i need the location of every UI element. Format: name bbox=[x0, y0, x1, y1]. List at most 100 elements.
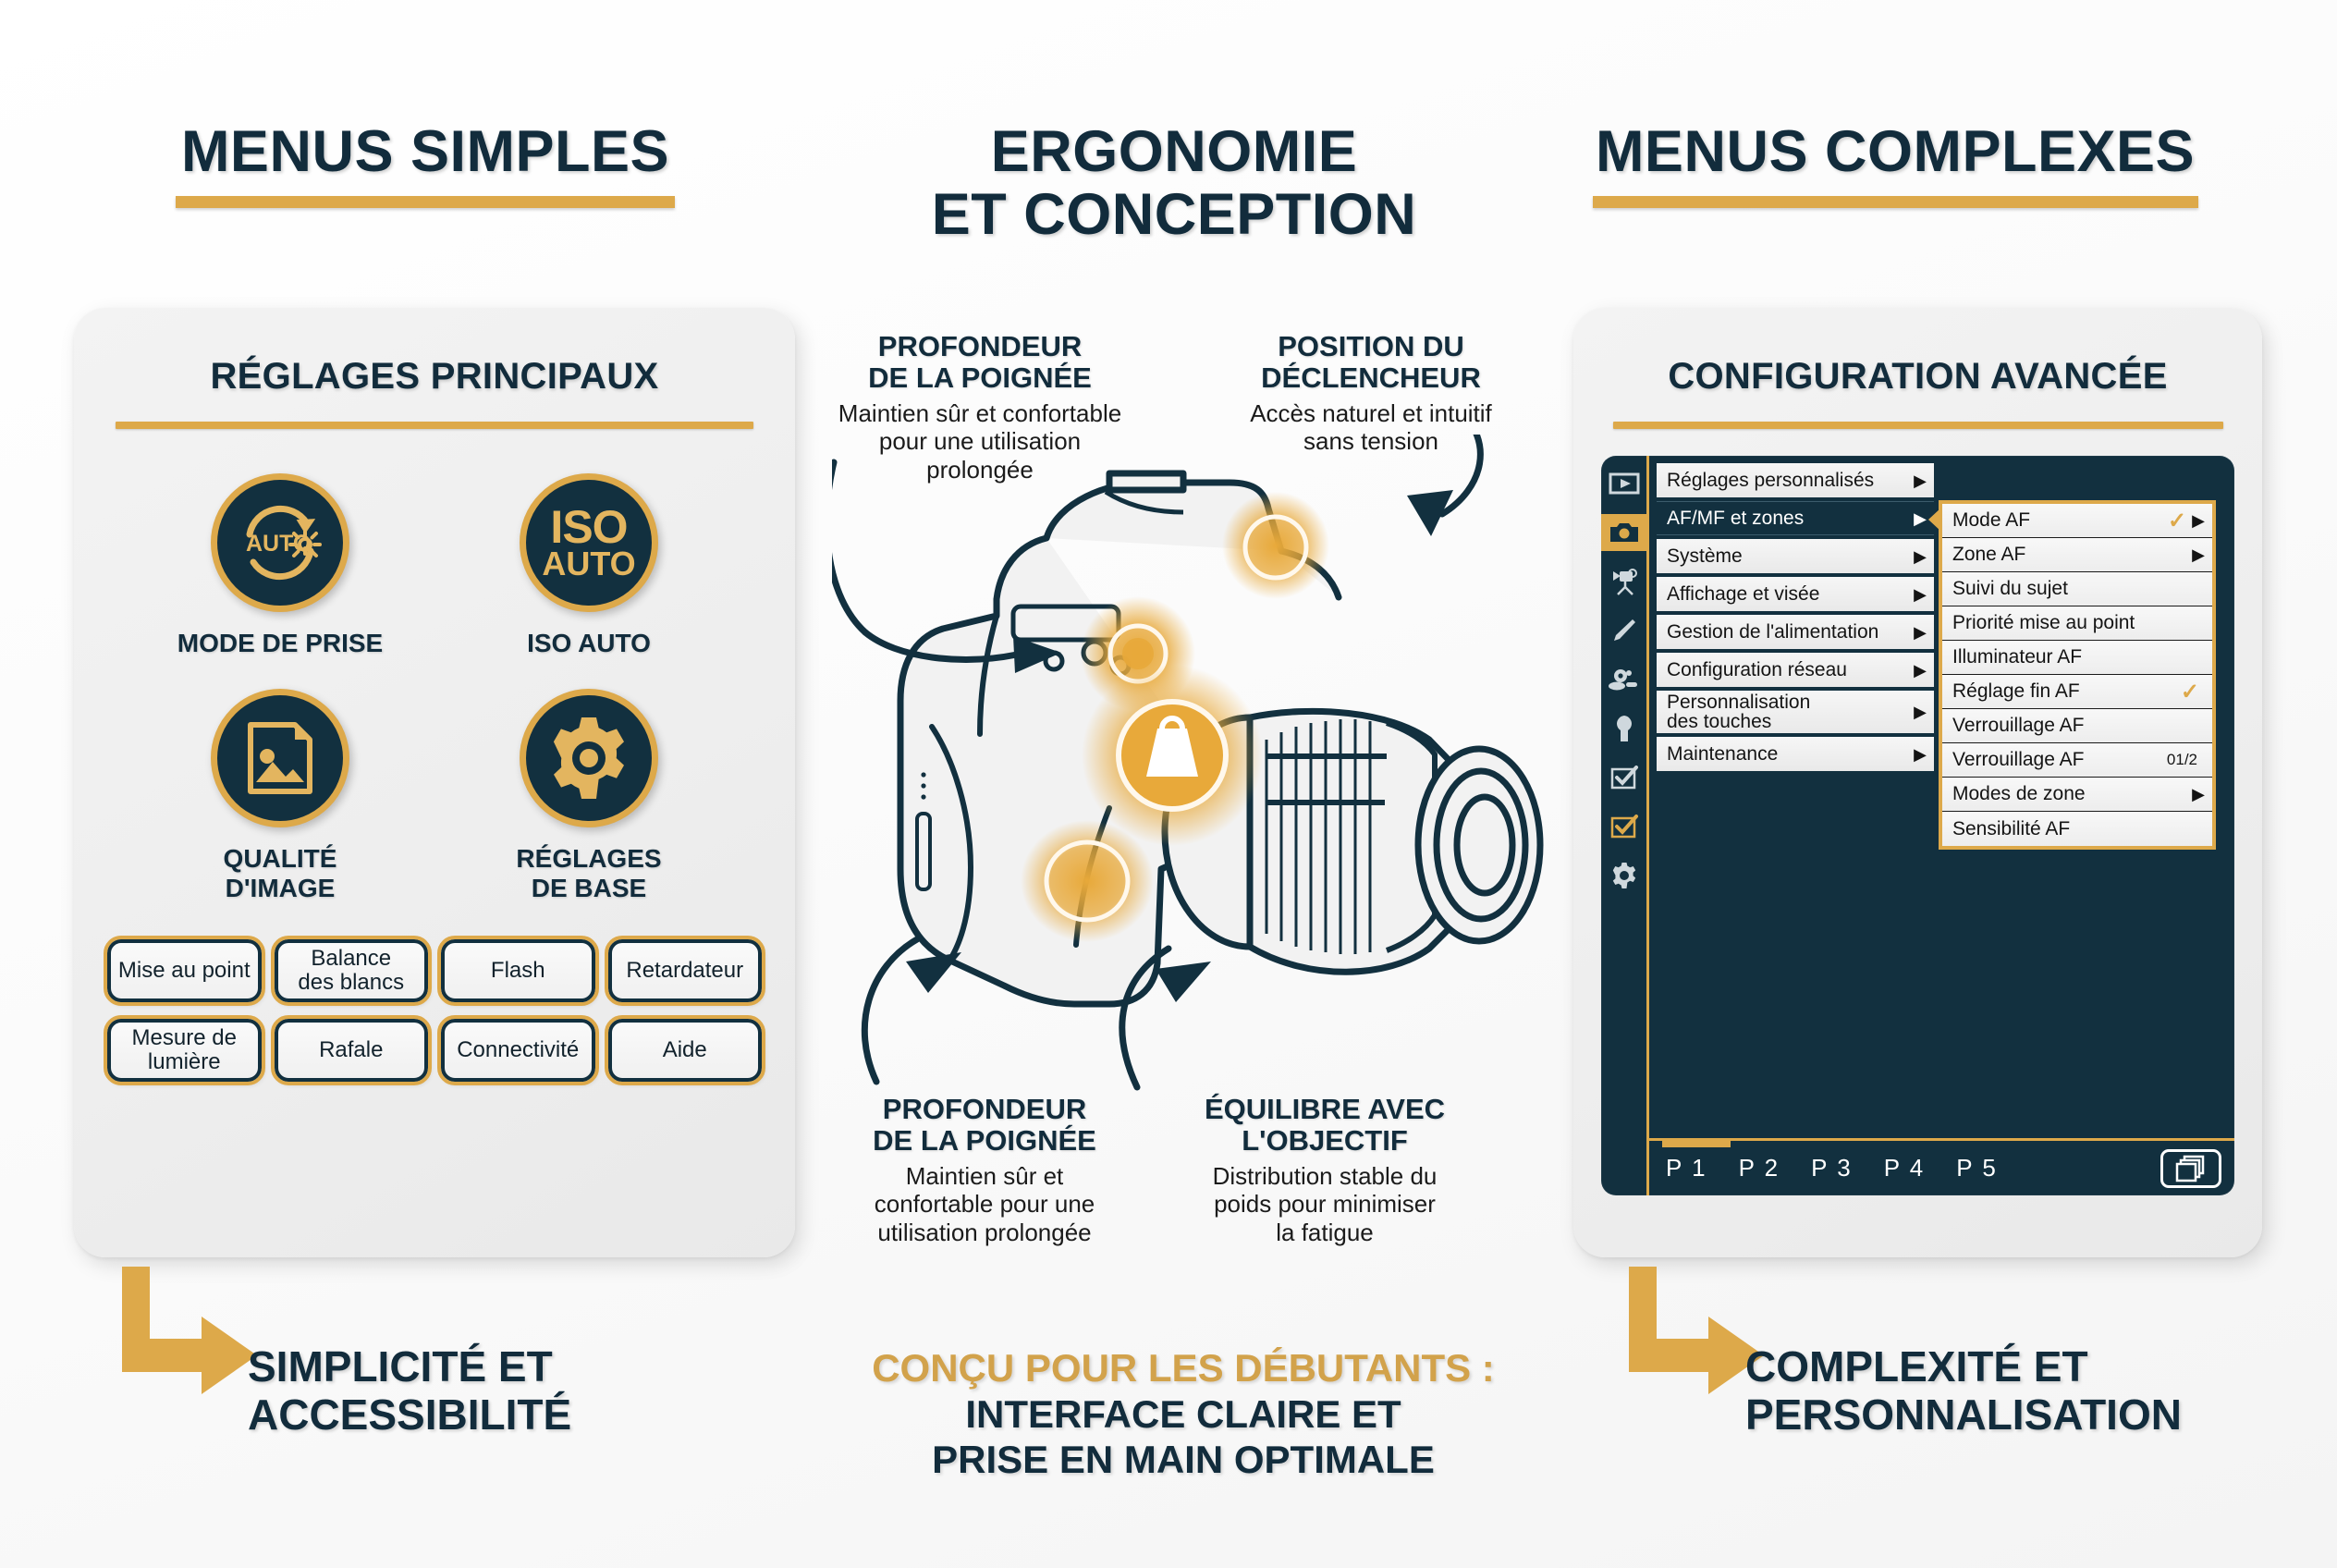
chip-retardateur[interactable]: Retardateur bbox=[604, 936, 765, 1006]
footer-left-text: SIMPLICITÉ ET ACCESSIBILITÉ bbox=[248, 1342, 572, 1439]
right-card-title: CONFIGURATION AVANCÉE bbox=[1668, 356, 2168, 397]
chip-aide[interactable]: Aide bbox=[604, 1014, 765, 1085]
callout-bottom-right: ÉQUILIBRE AVEC L'OBJECTIF Distribution s… bbox=[1172, 1093, 1477, 1246]
arrowhead-bottom-left bbox=[906, 952, 961, 993]
chip-connectivite[interactable]: Connectivité bbox=[437, 1014, 599, 1085]
chip-balance-des-blancs[interactable]: Balance des blancs bbox=[270, 936, 432, 1006]
submenu-item-zone-af[interactable]: Zone AF ▶ bbox=[1942, 538, 2212, 572]
simple-menus-card: RÉGLAGES PRINCIPAUX AUTO bbox=[74, 308, 795, 1257]
submenu-item-priorite-mise-au-point[interactable]: Priorité mise au point bbox=[1942, 606, 2212, 641]
menu-item-label: Configuration réseau bbox=[1667, 659, 1847, 680]
heading-right-text: MENUS COMPLEXES bbox=[1595, 119, 2196, 184]
callout-title: POSITION DU DÉCLENCHEUR bbox=[1261, 330, 1481, 395]
submenu-item-label: Verrouillage AF bbox=[1952, 715, 2085, 736]
submenu-item-suivi-du-sujet[interactable]: Suivi du sujet bbox=[1942, 572, 2212, 606]
arrowhead-top-right bbox=[1407, 490, 1453, 536]
chevron-right-icon: ▶ bbox=[1914, 703, 1927, 721]
chip-rafale[interactable]: Rafale bbox=[270, 1014, 432, 1085]
chip-mesure-de-lumiere[interactable]: Mesure de lumière bbox=[104, 1014, 265, 1085]
setting-tile-mode-de-prise[interactable]: AUTO MODE DE PRISE bbox=[126, 473, 434, 657]
elbow-arrow-right bbox=[1625, 1267, 1773, 1401]
chevron-right-icon: ▶ bbox=[1914, 471, 1927, 490]
page-tab-p5[interactable]: P 5 bbox=[1956, 1154, 1998, 1182]
wrench-icon[interactable] bbox=[1604, 710, 1645, 747]
submenu-pointer-icon bbox=[1928, 508, 1941, 532]
submenu-item-verrouillage-af[interactable]: Verrouillage AF bbox=[1942, 709, 2212, 743]
footer-middle: CONÇU POUR LES DÉBUTANTS : INTERFACE CLA… bbox=[814, 1345, 1553, 1483]
callout-bottom-left: PROFONDEUR DE LA POIGNÉE Maintien sûr et… bbox=[832, 1093, 1137, 1246]
menu-item-configuration-reseau[interactable]: Configuration réseau ▶ bbox=[1657, 653, 1934, 687]
video-tripod-icon[interactable] bbox=[1604, 563, 1645, 600]
menu-item-label: Maintenance bbox=[1667, 743, 1779, 765]
chevron-right-icon: ▶ bbox=[1914, 622, 1927, 642]
page-tab-p2[interactable]: P 2 bbox=[1738, 1154, 1780, 1182]
check-icon: ✓ bbox=[2180, 679, 2199, 704]
primary-menu-list: Réglages personnalisés ▶ AF/MF et zones … bbox=[1657, 463, 1934, 775]
footer-right: COMPLEXITÉ ET PERSONNALISATION bbox=[1745, 1342, 2337, 1439]
pencil-icon[interactable] bbox=[1604, 612, 1645, 649]
setting-tile-iso-auto[interactable]: ISO AUTO ISO AUTO bbox=[434, 473, 743, 657]
submenu-item-modes-de-zone[interactable]: Modes de zone ▶ bbox=[1942, 778, 2212, 812]
chevron-right-icon: ▶ bbox=[1914, 744, 1927, 764]
chevron-right-icon: ▶ bbox=[2192, 785, 2205, 803]
submenu-item-reglage-fin-af[interactable]: Réglage fin AF ✓ bbox=[1942, 675, 2212, 709]
menu-item-maintenance[interactable]: Maintenance ▶ bbox=[1657, 737, 1934, 771]
checkbox-icon[interactable] bbox=[1604, 759, 1645, 796]
footer-left: SIMPLICITÉ ET ACCESSIBILITÉ bbox=[248, 1342, 839, 1439]
setting-tile-reglages-de-base[interactable]: RÉGLAGES DE BASE bbox=[434, 689, 743, 902]
quick-settings-chip-grid: Mise au point Balance des blancs Flash R… bbox=[104, 936, 765, 1085]
setting-tile-label: ISO AUTO bbox=[527, 629, 651, 657]
auto-mode-icon: AUTO bbox=[211, 473, 349, 612]
left-card-rule bbox=[116, 422, 753, 429]
page-tab-p4[interactable]: P 4 bbox=[1883, 1154, 1926, 1182]
checkbox-gold-icon[interactable] bbox=[1604, 808, 1645, 845]
footer-middle-dark-text: INTERFACE CLAIRE ET PRISE EN MAIN OPTIMA… bbox=[932, 1391, 1435, 1482]
setting-tile-label: RÉGLAGES DE BASE bbox=[516, 844, 662, 902]
playback-icon[interactable] bbox=[1604, 465, 1645, 502]
submenu-item-label: Verrouillage AF bbox=[1952, 749, 2085, 770]
callout-desc: Maintien sûr et confortable pour une uti… bbox=[874, 1162, 1095, 1246]
iso-auto-icon: ISO AUTO bbox=[520, 473, 658, 612]
chevron-right-icon: ▶ bbox=[2192, 545, 2205, 564]
submenu-item-label: Illuminateur AF bbox=[1952, 646, 2083, 668]
menu-item-affichage-et-visee[interactable]: Affichage et visée ▶ bbox=[1657, 577, 1934, 611]
menu-page-tabs: P 1 P 2 P 3 P 4 P 5 bbox=[1649, 1138, 2234, 1195]
complex-menus-card: CONFIGURATION AVANCÉE bbox=[1573, 308, 2262, 1257]
image-quality-icon bbox=[211, 689, 349, 828]
menu-item-personnalisation-des-touches[interactable]: Personnalisation des touches ▶ bbox=[1657, 691, 1934, 733]
submenu-item-mode-af[interactable]: Mode AF ✓ ▶ bbox=[1942, 504, 2212, 538]
chevron-right-icon: ▶ bbox=[1914, 660, 1927, 680]
submenu-item-label: Zone AF bbox=[1952, 544, 2026, 565]
menu-item-reglages-personnalises[interactable]: Réglages personnalisés ▶ bbox=[1657, 463, 1934, 497]
gear-icon[interactable] bbox=[1604, 857, 1645, 894]
submenu-item-label: Suivi du sujet bbox=[1952, 578, 2068, 599]
active-page-indicator bbox=[1662, 1138, 1731, 1147]
page-tab-p3[interactable]: P 3 bbox=[1811, 1154, 1853, 1182]
callout-title: ÉQUILIBRE AVEC L'OBJECTIF bbox=[1204, 1093, 1446, 1158]
submenu-item-illuminateur-af[interactable]: Illuminateur AF bbox=[1942, 641, 2212, 675]
submenu-item-label: Sensibilité AF bbox=[1952, 817, 2071, 839]
chip-mise-au-point[interactable]: Mise au point bbox=[104, 936, 265, 1006]
iso-top-text: ISO bbox=[550, 501, 628, 554]
chip-flash[interactable]: Flash bbox=[437, 936, 599, 1006]
camera-icon[interactable] bbox=[1601, 514, 1648, 551]
menu-item-af-mf-et-zones[interactable]: AF/MF et zones ▶ bbox=[1657, 501, 1934, 535]
copy-pages-icon[interactable] bbox=[2160, 1149, 2221, 1188]
left-card-title: RÉGLAGES PRINCIPAUX bbox=[210, 356, 659, 397]
camera-menu-screen: Réglages personnalisés ▶ AF/MF et zones … bbox=[1601, 456, 2234, 1195]
camera-illustration bbox=[823, 407, 1572, 1100]
menu-item-gestion-de-lalimentation[interactable]: Gestion de l'alimentation ▶ bbox=[1657, 615, 1934, 649]
arrowhead-top-left bbox=[1013, 636, 1061, 673]
arrow-curve-top-left bbox=[823, 459, 869, 636]
setting-tile-qualite-dimage[interactable]: QUALITÉ D'IMAGE bbox=[126, 689, 434, 902]
menu-item-systeme[interactable]: Système ▶ bbox=[1657, 539, 1934, 573]
submenu-item-sensibilite-af[interactable]: Sensibilité AF bbox=[1942, 812, 2212, 846]
retouch-icon[interactable] bbox=[1604, 661, 1645, 698]
page-tab-p1[interactable]: P 1 bbox=[1666, 1154, 1707, 1182]
heading-left-rule bbox=[176, 196, 675, 209]
menu-item-label: Affichage et visée bbox=[1667, 583, 1820, 605]
gear-icon bbox=[520, 689, 658, 828]
footer-right-text: COMPLEXITÉ ET PERSONNALISATION bbox=[1745, 1342, 2182, 1439]
submenu-item-verrouillage-af-2[interactable]: Verrouillage AF 01/2 bbox=[1942, 743, 2212, 778]
